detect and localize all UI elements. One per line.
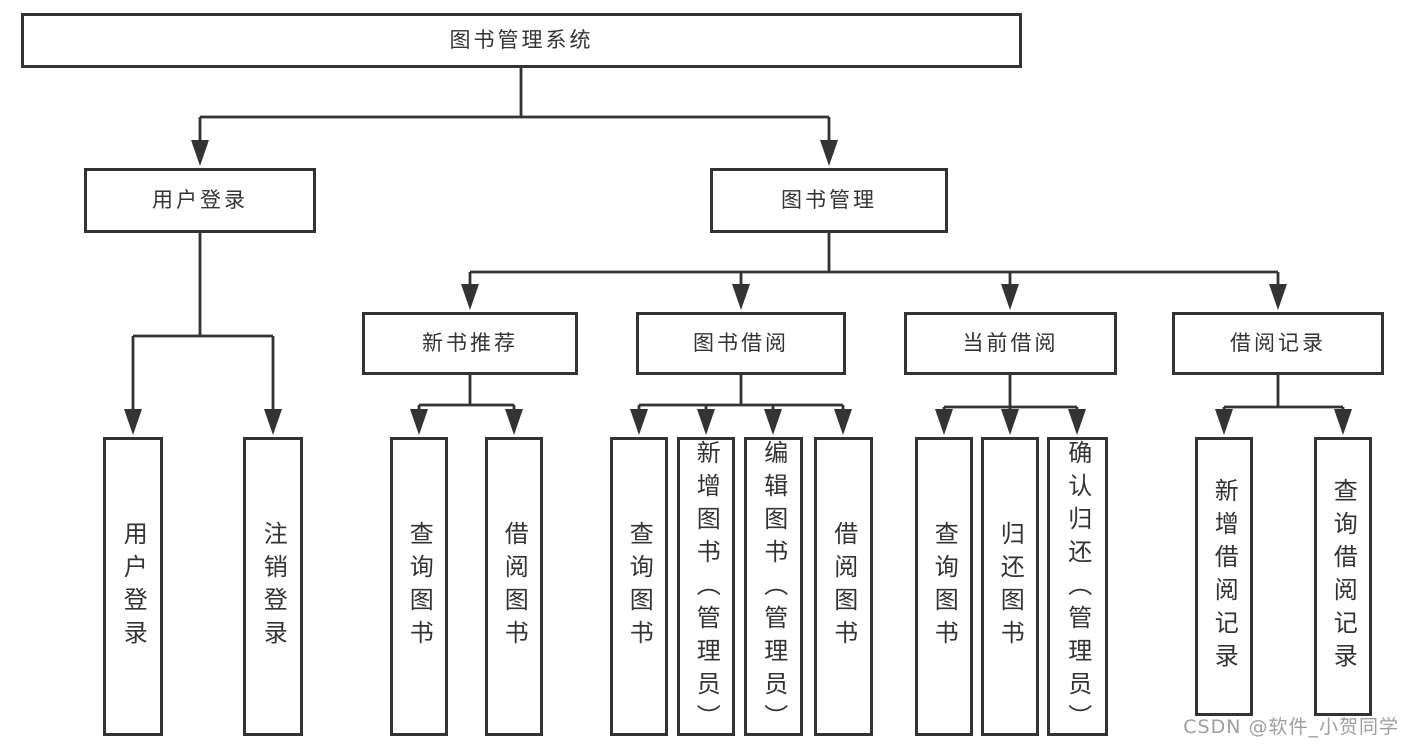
leaf-logout: 注销登录 [243, 437, 303, 736]
leaf-confirm-return-admin: 确认归还（管理员） [1047, 437, 1108, 737]
watermark: CSDN @软件_小贺同学 [1183, 716, 1399, 738]
leaf-add-book-admin: 新增图书（管理员） [677, 437, 735, 737]
leaf-return-book: 归还图书 [981, 437, 1039, 736]
node-system-root: 图书管理系统 [21, 13, 1022, 68]
leaf-borrow-books-recommend: 借阅图书 [485, 437, 543, 736]
leaf-add-borrow-record: 新增借阅记录 [1195, 437, 1253, 716]
leaf-query-books-recommend: 查询图书 [390, 437, 448, 736]
leaf-query-books-borrow: 查询图书 [610, 437, 668, 736]
arrowheads [124, 140, 1352, 435]
node-borrow-records: 借阅记录 [1172, 312, 1384, 375]
node-new-book-recommend: 新书推荐 [362, 312, 578, 375]
leaf-query-borrow-record: 查询借阅记录 [1314, 437, 1372, 716]
leaf-edit-book-admin: 编辑图书（管理员） [744, 437, 803, 737]
node-current-borrow: 当前借阅 [904, 312, 1117, 375]
node-book-borrow: 图书借阅 [636, 312, 846, 375]
node-book-management: 图书管理 [710, 168, 948, 233]
connector-edges [131, 68, 1345, 413]
node-user-login: 用户登录 [84, 168, 316, 233]
leaf-borrow-books: 借阅图书 [814, 437, 873, 736]
leaf-user-login: 用户登录 [103, 437, 163, 736]
leaf-query-books-current: 查询图书 [915, 437, 973, 736]
